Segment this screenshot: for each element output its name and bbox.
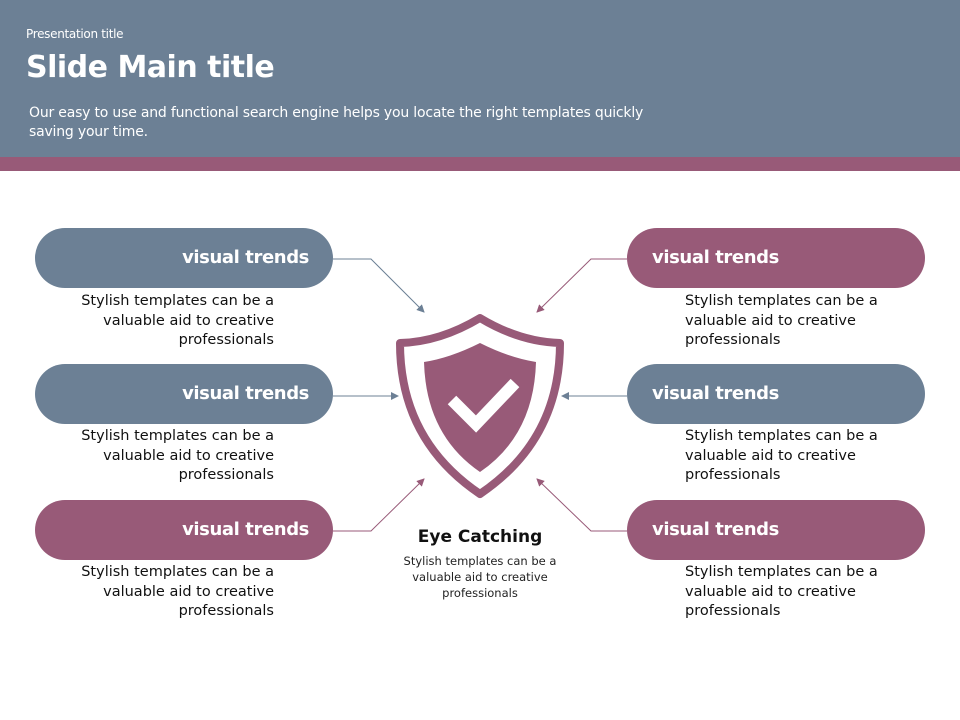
item-description-1: Stylish templates can be a valuable aid … <box>81 293 274 348</box>
shield-check-icon <box>396 314 564 498</box>
visual-trends-pill-5: visual trends <box>627 364 925 424</box>
slide-main-title: Slide Main title <box>26 50 275 85</box>
visual-trends-pill-6: visual trends <box>627 500 925 560</box>
connector-arrow <box>536 258 627 313</box>
slide-subtitle: Our easy to use and functional search en… <box>29 105 644 140</box>
header-bar <box>0 0 960 157</box>
item-description-2: Stylish templates can be a valuable aid … <box>81 428 274 483</box>
presentation-title: Presentation title <box>26 27 124 41</box>
center-description: Stylish templates can be a valuable aid … <box>403 554 557 600</box>
item-description-5: Stylish templates can be a valuable aid … <box>685 428 878 483</box>
item-description-3: Stylish templates can be a valuable aid … <box>81 564 274 619</box>
visual-trends-pill-2: visual trends <box>35 364 333 424</box>
visual-trends-pill-4: visual trends <box>627 228 925 288</box>
center-title: Eye Catching <box>417 527 543 547</box>
visual-trends-pill-3: visual trends <box>35 500 333 560</box>
connector-arrow <box>536 478 627 532</box>
visual-trends-pill-1: visual trends <box>35 228 333 288</box>
item-description-4: Stylish templates can be a valuable aid … <box>685 293 878 348</box>
connector-arrow <box>333 478 425 532</box>
accent-band <box>0 157 960 171</box>
connector-arrow <box>333 258 425 313</box>
item-description-6: Stylish templates can be a valuable aid … <box>685 564 878 619</box>
